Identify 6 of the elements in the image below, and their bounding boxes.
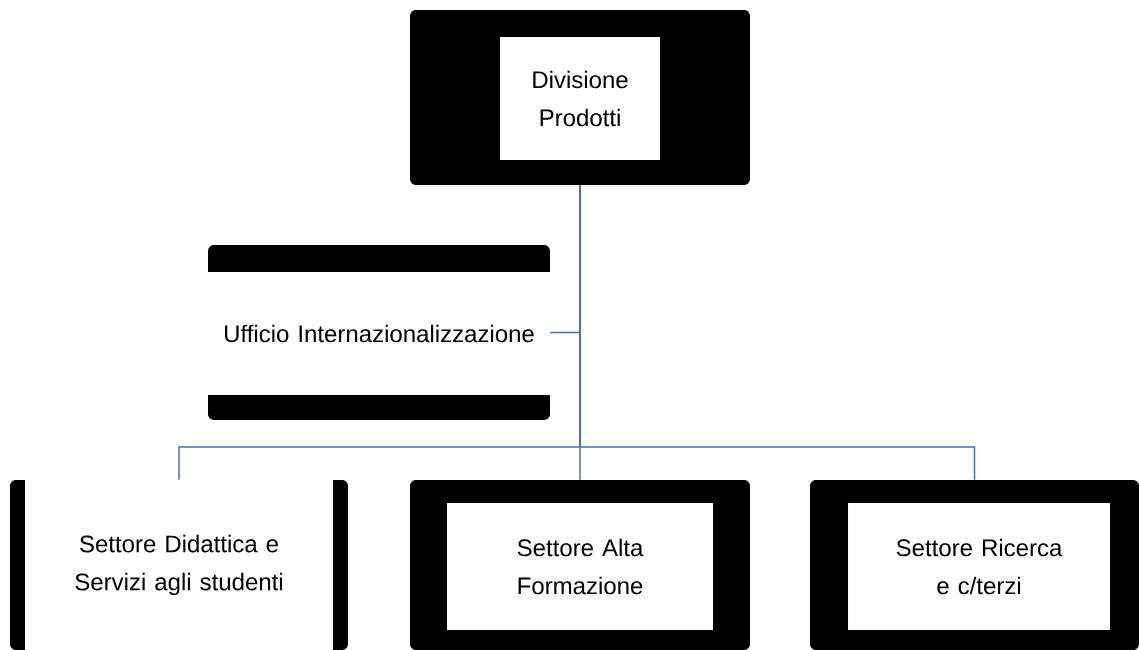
org-box: Divisione Prodotti: [410, 10, 750, 185]
org-box: Settore Ricerca e c/terzi: [810, 480, 1139, 650]
org-box: Ufficio Internazionalizzazione: [208, 245, 550, 420]
org-box: Settore Alta Formazione: [410, 480, 750, 650]
connector-line: [579, 184, 976, 481]
org-box: Settore Didattica e Servizi agli studenti: [10, 480, 348, 650]
